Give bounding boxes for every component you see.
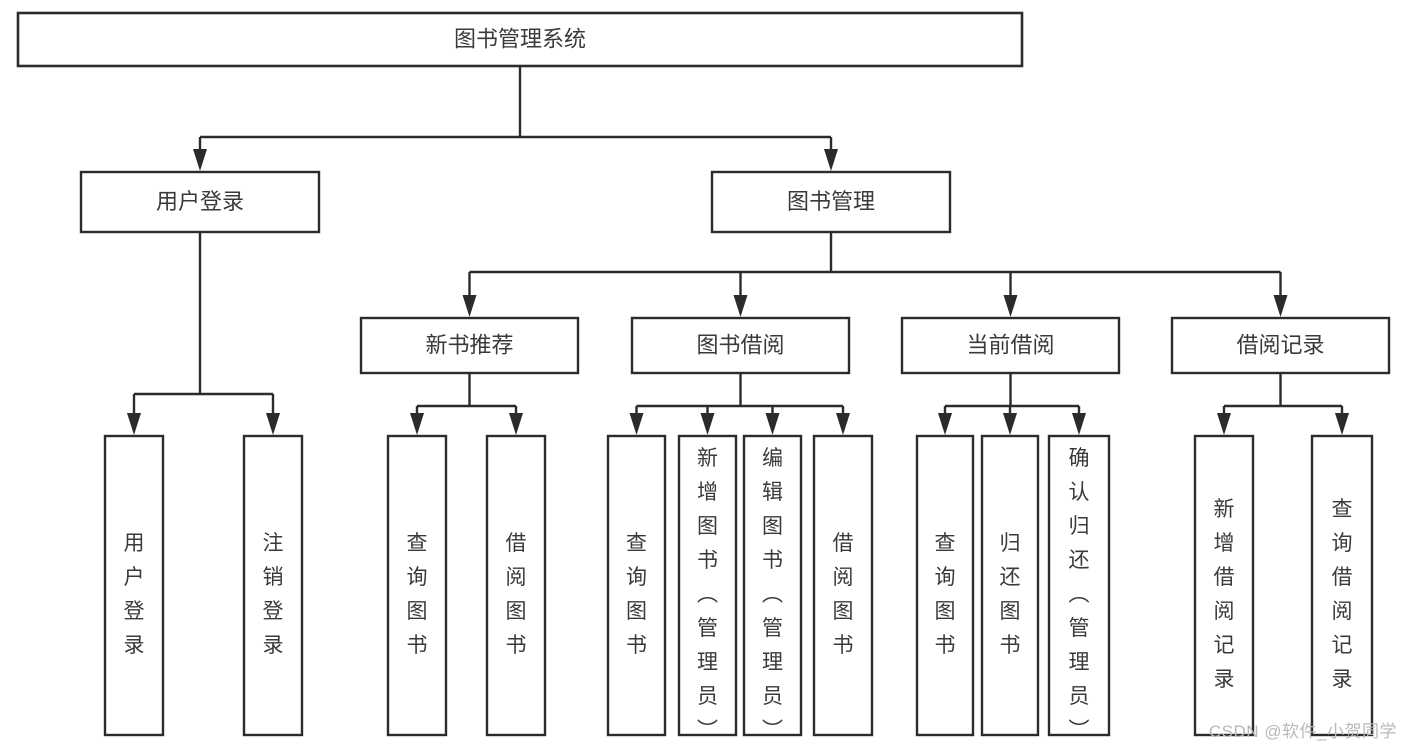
arrow-head	[509, 413, 523, 435]
arrow-head	[1217, 413, 1231, 435]
node-label: 归还图书	[1000, 532, 1021, 657]
node-l2_2[interactable]: 当前借阅	[900, 316, 1121, 375]
node-box[interactable]	[485, 434, 547, 737]
arrow-head	[266, 413, 280, 435]
arrow-head	[629, 413, 644, 435]
arrow-head	[824, 149, 838, 171]
node-label: 用户登录	[124, 532, 145, 657]
node-leaf_8[interactable]: 查询图书	[915, 434, 975, 737]
node-box[interactable]	[1310, 434, 1374, 737]
node-leaf_1[interactable]: 注销登录	[242, 434, 304, 737]
node-leaf_4[interactable]: 查询图书	[606, 434, 667, 737]
connector-group	[629, 373, 850, 435]
node-label: 用户登录	[156, 189, 244, 214]
node-label: 查询借阅记录	[1332, 498, 1353, 691]
node-label: 新增借阅记录	[1214, 498, 1235, 691]
node-layer: 图书管理系统用户登录图书管理新书推荐图书借阅当前借阅借阅记录用户登录注销登录查询…	[16, 11, 1391, 742]
node-label: 借阅记录	[1236, 332, 1324, 357]
connector-group	[1217, 373, 1349, 435]
node-box[interactable]	[900, 316, 1121, 375]
node-root[interactable]: 图书管理系统	[16, 11, 1024, 68]
arrow-head	[700, 413, 715, 435]
connector-group	[410, 373, 523, 435]
arrow-head	[1273, 295, 1288, 317]
arrow-head	[765, 413, 780, 435]
arrow-head	[127, 413, 141, 435]
node-leaf_7[interactable]: 借阅图书	[812, 434, 874, 737]
arrow-head	[410, 413, 424, 435]
arrow-head	[733, 295, 748, 317]
arrow-head	[1072, 413, 1086, 435]
node-leaf_0[interactable]: 用户登录	[103, 434, 165, 737]
node-leaf_2[interactable]: 查询图书	[386, 434, 448, 737]
node-box[interactable]	[915, 434, 975, 737]
node-leaf_6[interactable]: 编辑图书︵管理员︶	[742, 434, 803, 742]
node-label: 新书推荐	[425, 332, 513, 357]
node-leaf_9[interactable]: 归还图书	[980, 434, 1040, 737]
node-leaf_12[interactable]: 查询借阅记录	[1310, 434, 1374, 737]
node-label: 编辑图书︵管理员︶	[762, 447, 783, 742]
node-box[interactable]	[1193, 434, 1255, 737]
node-leaf_5[interactable]: 新增图书︵管理员︶	[677, 434, 738, 742]
node-label: 新增图书︵管理员︶	[697, 447, 718, 742]
node-box[interactable]	[630, 316, 851, 375]
arrow-head	[836, 413, 850, 435]
node-l2_1[interactable]: 图书借阅	[630, 316, 851, 375]
node-label: 当前借阅	[966, 332, 1054, 357]
node-box[interactable]	[742, 434, 803, 737]
arrow-head	[1335, 413, 1349, 435]
node-leaf_11[interactable]: 新增借阅记录	[1193, 434, 1255, 737]
node-label: 查询图书	[407, 532, 428, 657]
node-box[interactable]	[1047, 434, 1111, 737]
node-l2_3[interactable]: 借阅记录	[1170, 316, 1391, 375]
node-l2_0[interactable]: 新书推荐	[359, 316, 580, 375]
node-l1_1[interactable]: 图书管理	[710, 170, 952, 234]
node-box[interactable]	[359, 316, 580, 375]
node-box[interactable]	[386, 434, 448, 737]
connector-group	[938, 373, 1086, 435]
node-box[interactable]	[16, 11, 1024, 68]
node-label: 图书管理系统	[454, 26, 586, 51]
watermark: CSDN @软件_小贺同学	[1208, 722, 1397, 741]
node-label: 确认归还︵管理员︶	[1069, 447, 1090, 742]
node-label: 查询图书	[935, 532, 956, 657]
node-box[interactable]	[1170, 316, 1391, 375]
node-label: 借阅图书	[506, 532, 527, 657]
node-label: 注销登录	[263, 532, 284, 657]
node-box[interactable]	[710, 170, 952, 234]
node-box[interactable]	[103, 434, 165, 737]
arrow-head	[1003, 413, 1017, 435]
node-box[interactable]	[812, 434, 874, 737]
node-box[interactable]	[606, 434, 667, 737]
node-box[interactable]	[677, 434, 738, 737]
connector-layer	[127, 66, 1349, 435]
arrow-head	[462, 295, 477, 317]
node-label: 查询图书	[626, 532, 647, 657]
arrow-head	[938, 413, 952, 435]
arrow-head	[193, 149, 207, 171]
node-label: 图书管理	[787, 189, 875, 214]
node-label: 图书借阅	[696, 332, 784, 357]
node-leaf_10[interactable]: 确认归还︵管理员︶	[1047, 434, 1111, 742]
node-box[interactable]	[980, 434, 1040, 737]
node-label: 借阅图书	[833, 532, 854, 657]
node-box[interactable]	[242, 434, 304, 737]
connector-group	[462, 232, 1288, 317]
node-leaf_3[interactable]: 借阅图书	[485, 434, 547, 737]
connector-group	[193, 66, 838, 171]
connector-group	[127, 232, 280, 435]
node-l1_0[interactable]: 用户登录	[79, 170, 321, 234]
node-box[interactable]	[79, 170, 321, 234]
arrow-head	[1003, 295, 1018, 317]
